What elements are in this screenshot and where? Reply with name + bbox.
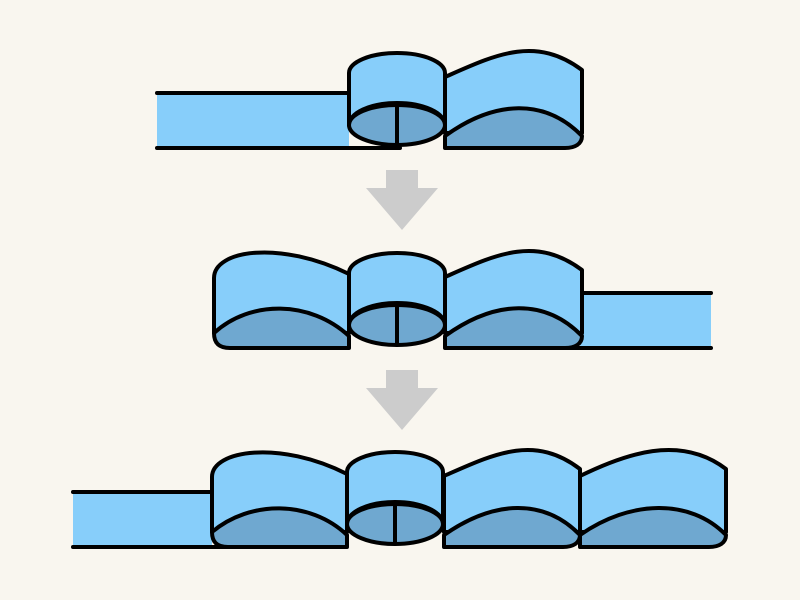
ribbon-loop [578, 448, 728, 549]
ribbon-knot [345, 450, 445, 546]
ribbon-knot [347, 251, 447, 347]
ribbon-loop [442, 448, 582, 549]
ribbon-tail-right [580, 293, 711, 348]
ribbon-loop [443, 249, 584, 350]
step-3-ribbon [71, 448, 728, 549]
step-1-ribbon [155, 49, 584, 150]
down-arrow-icon [366, 170, 438, 230]
ribbon-loop [210, 450, 349, 549]
down-arrow-icon [366, 370, 438, 430]
ribbon-loop [212, 250, 351, 350]
ribbon-knot [347, 51, 447, 147]
ribbon-loop [443, 49, 584, 150]
ribbon-tail-left [73, 492, 212, 547]
step-2-ribbon [212, 249, 713, 350]
ribbon-tail-left [157, 93, 349, 148]
